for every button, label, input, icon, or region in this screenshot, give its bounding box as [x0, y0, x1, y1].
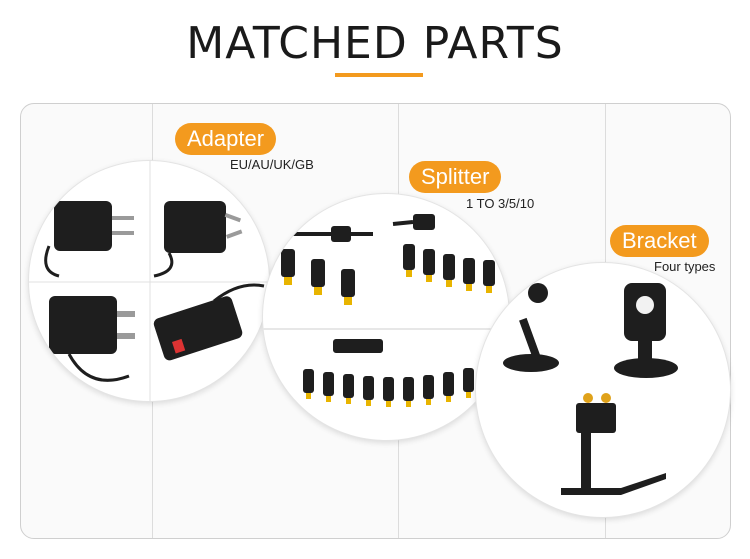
desktop-adapter-icon [153, 283, 265, 361]
adapter-caption: EU/AU/UK/GB [230, 157, 314, 172]
title-underline [335, 73, 423, 77]
bracket-label: Bracket [610, 225, 709, 257]
splitter-image [262, 193, 510, 441]
bracket-image [475, 262, 731, 518]
au-adapter-icon [153, 201, 243, 278]
splitter-10way-icon [263, 328, 509, 407]
adapter-image [28, 160, 270, 402]
bracket-caption: Four types [654, 259, 716, 274]
l-bracket-icon [561, 393, 666, 495]
ball-bracket-icon [503, 283, 559, 372]
splitter-5way-icon [392, 214, 495, 293]
splitter-label: Splitter [409, 161, 502, 193]
eu-adapter-icon [44, 201, 134, 278]
uk-adapter-icon [49, 296, 135, 382]
adapter-label: Adapter [175, 123, 277, 155]
splitter-caption: 1 TO 3/5/10 [466, 196, 535, 211]
stand-bracket-icon [614, 283, 678, 378]
page-title: MATCHED PARTS [186, 18, 564, 69]
